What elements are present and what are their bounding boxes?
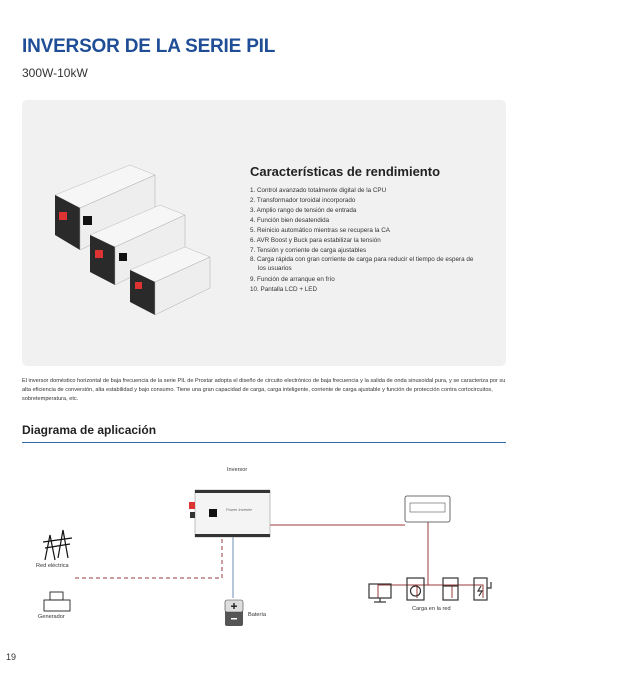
ev-charger-icon (473, 577, 492, 601)
inverter-brand: Power Inverter (226, 507, 253, 512)
washing-machine-icon (406, 577, 425, 601)
application-diagram (42, 489, 492, 626)
distribution-panel-icon (404, 495, 451, 523)
feature-item: 1. Control avanzado totalmente digital d… (250, 187, 387, 194)
wire-grid-dashed (75, 536, 223, 579)
inverter-label: Inversor (227, 467, 248, 473)
page-title: INVERSOR DE LA SERIE PIL (22, 36, 276, 57)
generator-label: Generador (38, 614, 65, 620)
loads-label: Carga en la red (412, 606, 451, 612)
inverter-product-image (54, 164, 211, 316)
generator-icon (43, 591, 71, 612)
feature-item: 8. Carga rápida con gran corriente de ca… (250, 256, 474, 272)
inverter-small (129, 246, 211, 316)
grid-label: Red eléctrica (36, 563, 69, 569)
diagram-title: Diagrama de aplicación (22, 423, 157, 437)
inverter-large (54, 164, 156, 251)
power-tower-icon (42, 529, 73, 561)
feature-item: 2. Transformador toroidal incorporado (250, 197, 356, 204)
monitor-icon (368, 583, 392, 603)
feature-item: 6. AVR Boost y Buck para estabilizar la … (250, 237, 381, 244)
inverter-icon (189, 489, 271, 538)
product-description: El inversor doméstico horizontal de baja… (22, 378, 506, 402)
divider (22, 442, 506, 443)
features-title: Características de rendimiento (250, 164, 441, 179)
battery-label: Batería (248, 612, 267, 618)
feature-item: 9. Función de arranque en frío (250, 275, 335, 283)
power-range: 300W-10kW (22, 66, 88, 80)
inverter-medium (89, 204, 186, 286)
feature-item: 4. Función bien desatendida (250, 217, 330, 224)
feature-item: 5. Reinicio automático mientras se recup… (250, 227, 390, 234)
feature-item: 3. Amplio rango de tensión de entrada (250, 207, 357, 214)
wire-loads (377, 584, 484, 598)
page-number: 19 (6, 652, 17, 662)
fridge-icon (442, 577, 459, 601)
feature-item: 7. Tensión y corriente de carga ajustabl… (250, 247, 367, 254)
battery-icon (224, 599, 244, 626)
features-list: 1. Control avanzado totalmente digital d… (250, 186, 480, 295)
feature-item: 10. Pantalla LCD + LED (250, 285, 318, 293)
